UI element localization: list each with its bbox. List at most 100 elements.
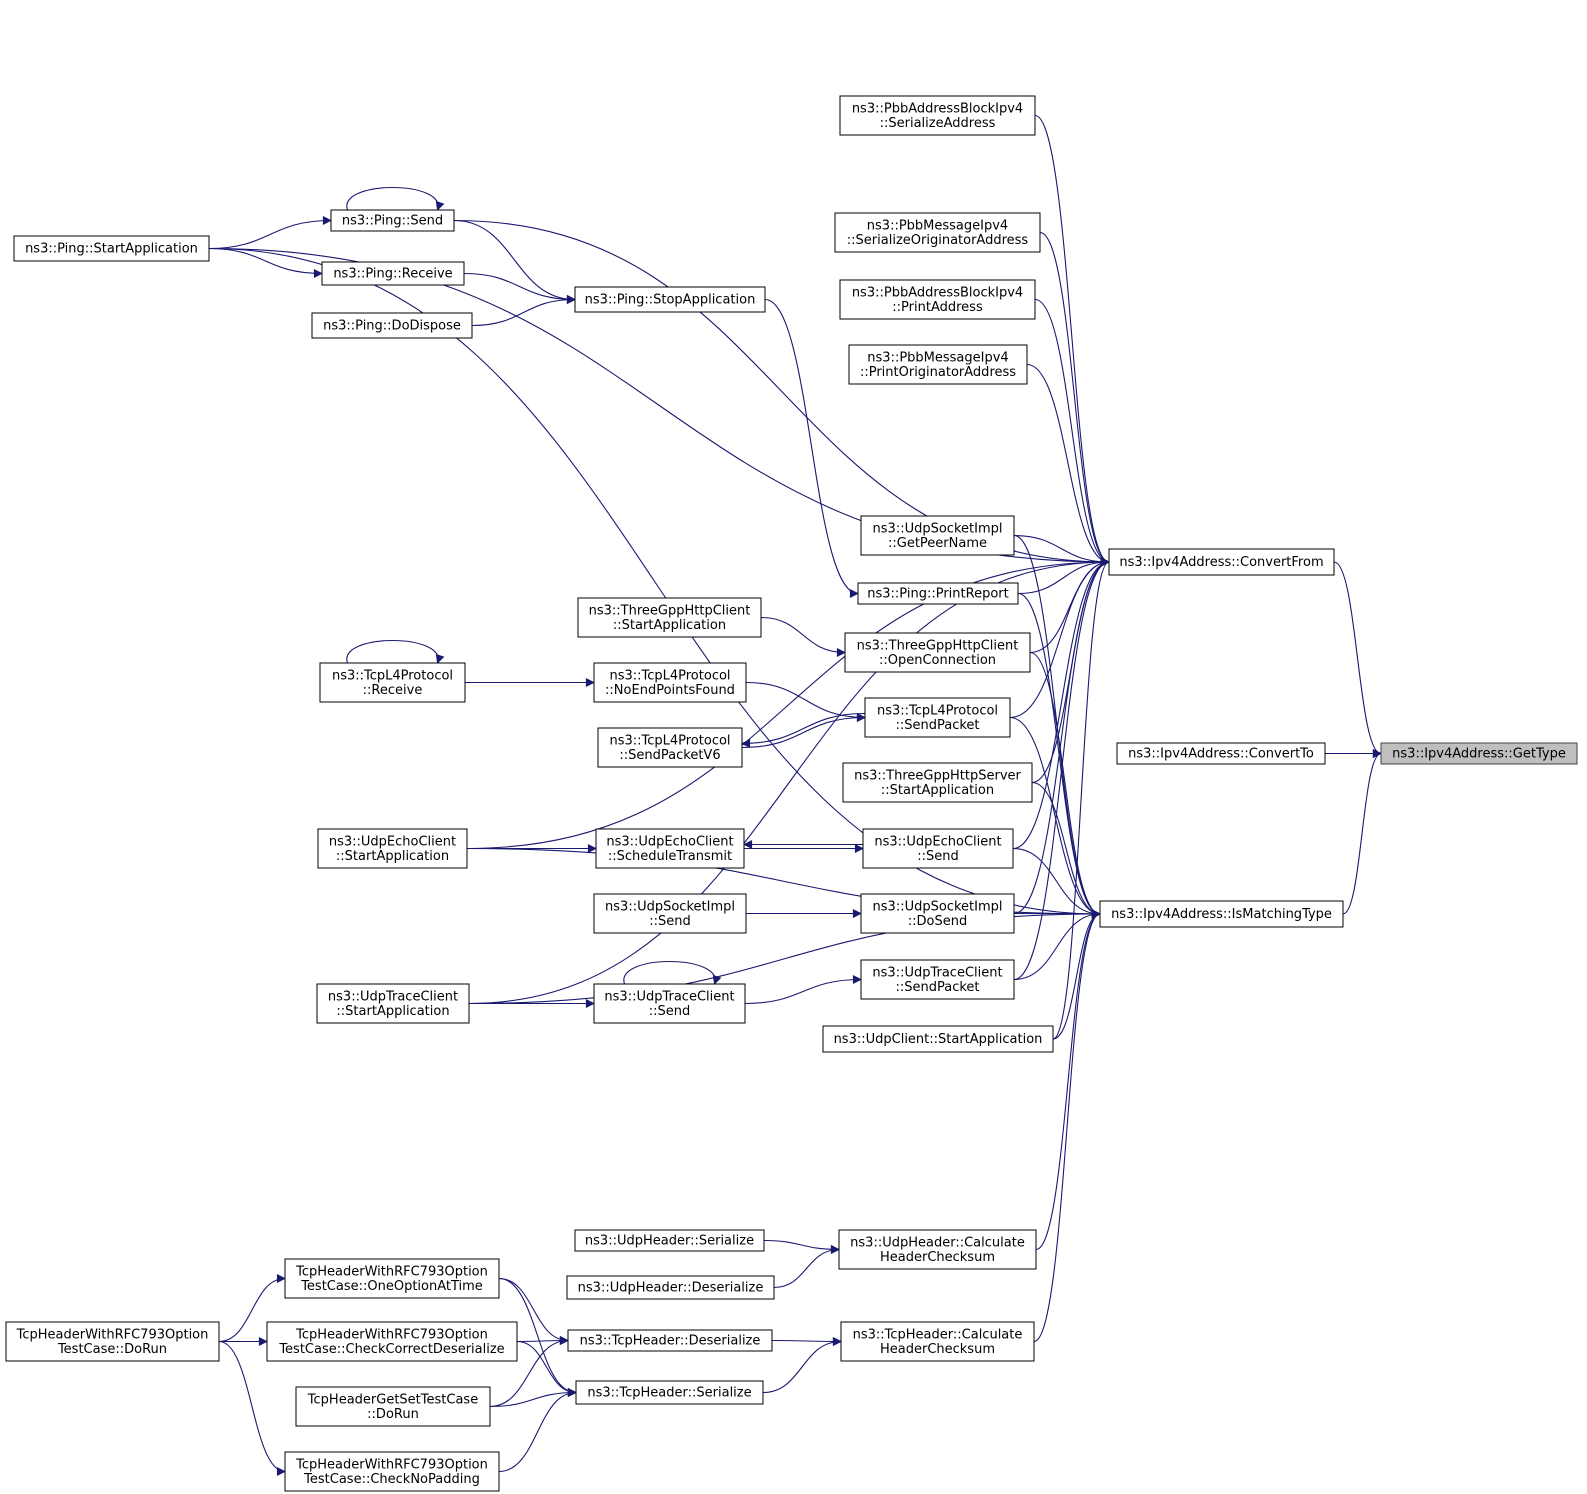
edge-tcpl4-receive-to-tcpl4-receive bbox=[346, 639, 445, 664]
node-box bbox=[295, 1386, 491, 1427]
node-box bbox=[574, 1229, 765, 1252]
node-label: ns3::PbbAddressBlockIpv4 bbox=[852, 285, 1023, 300]
node-label: TcpHeaderWithRFC793Option bbox=[295, 1264, 488, 1279]
node-tgpp-open[interactable]: ns3::ThreeGppHttpClient::OpenConnection bbox=[844, 632, 1031, 673]
node-udpecho-sched[interactable]: ns3::UdpEchoClient::ScheduleTransmit bbox=[595, 828, 745, 869]
node-tgpp-client-start[interactable]: ns3::ThreeGppHttpClient::StartApplicatio… bbox=[577, 597, 762, 638]
node-label: ns3::UdpSocketImpl bbox=[873, 521, 1003, 536]
node-box bbox=[1380, 742, 1578, 765]
edge-udpclient-start-to-ismatching bbox=[1052, 909, 1101, 1040]
node-box bbox=[862, 828, 1014, 869]
node-label: ns3::PbbAddressBlockIpv4 bbox=[852, 101, 1023, 116]
node-ping-send[interactable]: ns3::Ping::Send bbox=[330, 209, 455, 232]
node-label: ns3::Ping::PrintReport bbox=[867, 587, 1008, 602]
node-box bbox=[1099, 900, 1344, 928]
node-ping-receive[interactable]: ns3::Ping::Receive bbox=[321, 261, 465, 286]
node-ping-dispose[interactable]: ns3::Ping::DoDispose bbox=[311, 312, 473, 339]
edge-ping-send-to-ping-stop bbox=[453, 219, 576, 304]
node-box bbox=[284, 1258, 500, 1299]
node-udpsock-dosend[interactable]: ns3::UdpSocketImpl::DoSend bbox=[860, 893, 1015, 934]
node-box bbox=[577, 597, 762, 638]
edge-tcpgetset-to-tcph-ser bbox=[489, 1388, 577, 1408]
edge-pbbaddr-ser-to-convertfrom bbox=[1034, 114, 1110, 567]
node-label: ::SendPacketV6 bbox=[619, 748, 720, 763]
node-udpecho-start[interactable]: ns3::UdpEchoClient::StartApplication bbox=[317, 828, 468, 869]
node-udph-ser[interactable]: ns3::UdpHeader::Serialize bbox=[574, 1229, 765, 1252]
node-tcph-deser[interactable]: ns3::TcpHeader::Deserialize bbox=[567, 1329, 773, 1352]
node-ping-start[interactable]: ns3::Ping::StartApplication bbox=[13, 235, 210, 262]
node-udptrace-send[interactable]: ns3::UdpTraceClient::Send bbox=[593, 983, 746, 1024]
node-ping-report[interactable]: ns3::Ping::PrintReport bbox=[857, 582, 1019, 605]
edge-tcpopt-one-to-tcph-deser bbox=[498, 1277, 569, 1345]
node-label: ns3::UdpSocketImpl bbox=[873, 899, 1003, 914]
edge-tcpl4-noend-to-tcpl4-sendpkt bbox=[745, 681, 866, 722]
node-tcpgetset[interactable]: TcpHeaderGetSetTestCase::DoRun bbox=[295, 1386, 491, 1427]
edge-ping-dispose-to-ping-stop bbox=[471, 295, 576, 327]
node-label: ns3::UdpSocketImpl bbox=[605, 899, 735, 914]
node-label: ns3::PbbMessageIpv4 bbox=[867, 218, 1008, 233]
node-gettype[interactable]: ns3::Ipv4Address::GetType bbox=[1380, 742, 1578, 765]
node-box bbox=[860, 515, 1015, 556]
node-tcpl4-receive[interactable]: ns3::TcpL4Protocol::Receive bbox=[319, 662, 466, 703]
edge-ping-send-to-ping-send bbox=[346, 186, 445, 211]
node-box bbox=[822, 1025, 1054, 1053]
node-label: HeaderChecksum bbox=[880, 1250, 995, 1265]
node-tcpopt-nopad[interactable]: TcpHeaderWithRFC793OptionTestCase::Check… bbox=[284, 1451, 500, 1492]
node-label: ::GetPeerName bbox=[888, 536, 987, 551]
node-udph-deser[interactable]: ns3::UdpHeader::Deserialize bbox=[566, 1275, 775, 1300]
node-label: ns3::TcpL4Protocol bbox=[609, 733, 730, 748]
node-udpclient-start[interactable]: ns3::UdpClient::StartApplication bbox=[822, 1025, 1054, 1053]
node-udptrace-start[interactable]: ns3::UdpTraceClient::StartApplication bbox=[316, 983, 470, 1024]
edge-udph-ser-to-udph-calc bbox=[763, 1239, 840, 1254]
node-label: ns3::Ping::StartApplication bbox=[25, 242, 198, 257]
node-tcph-ser[interactable]: ns3::TcpHeader::Serialize bbox=[575, 1380, 764, 1405]
node-box bbox=[857, 582, 1019, 605]
node-label: ::OpenConnection bbox=[879, 653, 996, 668]
node-convertto[interactable]: ns3::Ipv4Address::ConvertTo bbox=[1116, 742, 1326, 765]
node-label: ns3::UdpTraceClient bbox=[604, 989, 734, 1004]
edge-pbbmsg-ser-to-convertfrom bbox=[1039, 231, 1110, 567]
node-label: TcpHeaderWithRFC793Option bbox=[295, 1327, 488, 1342]
node-label: ::SendPacket bbox=[895, 718, 979, 733]
node-box bbox=[1108, 548, 1335, 576]
node-pbbmsg-ser[interactable]: ns3::PbbMessageIpv4::SerializeOriginator… bbox=[834, 212, 1041, 253]
node-label: ns3::TcpL4Protocol bbox=[332, 668, 453, 683]
node-convertfrom[interactable]: ns3::Ipv4Address::ConvertFrom bbox=[1108, 548, 1335, 576]
node-label: ::Send bbox=[917, 849, 959, 864]
node-label: TestCase::CheckNoPadding bbox=[303, 1472, 480, 1487]
node-udpsock-peer[interactable]: ns3::UdpSocketImpl::GetPeerName bbox=[860, 515, 1015, 556]
node-label: ::StartApplication bbox=[336, 1004, 449, 1019]
node-box bbox=[844, 632, 1031, 673]
node-box bbox=[5, 1321, 220, 1362]
edge-ismatching-to-gettype bbox=[1342, 749, 1382, 915]
node-tcpopt-one[interactable]: TcpHeaderWithRFC793OptionTestCase::OneOp… bbox=[284, 1258, 500, 1299]
node-ismatching[interactable]: ns3::Ipv4Address::IsMatchingType bbox=[1099, 900, 1344, 928]
node-udptrace-sendpkt[interactable]: ns3::UdpTraceClient::SendPacket bbox=[860, 959, 1015, 1000]
node-box bbox=[593, 983, 746, 1024]
node-udpecho-send[interactable]: ns3::UdpEchoClient::Send bbox=[862, 828, 1014, 869]
node-pbbaddr-print[interactable]: ns3::PbbAddressBlockIpv4::PrintAddress bbox=[839, 279, 1036, 320]
node-pbbaddr-ser[interactable]: ns3::PbbAddressBlockIpv4::SerializeAddre… bbox=[839, 95, 1036, 136]
edge-ping-start-to-ping-receive bbox=[208, 247, 323, 278]
node-udpsock-send[interactable]: ns3::UdpSocketImpl::Send bbox=[593, 893, 747, 934]
edge-layer bbox=[208, 114, 1382, 1476]
node-label: ::SendPacket bbox=[895, 980, 979, 995]
node-pbbmsg-print[interactable]: ns3::PbbMessageIpv4::PrintOriginatorAddr… bbox=[848, 344, 1028, 385]
node-tcpl4-sendv6[interactable]: ns3::TcpL4Protocol::SendPacketV6 bbox=[597, 727, 743, 768]
node-box bbox=[839, 95, 1036, 136]
node-tcpl4-sendpkt[interactable]: ns3::TcpL4Protocol::SendPacket bbox=[864, 697, 1011, 738]
node-box bbox=[13, 235, 210, 262]
node-box bbox=[567, 1329, 773, 1352]
edge-udpsock-dosend-to-convertfrom bbox=[1013, 557, 1110, 915]
edge-convertfrom-to-gettype bbox=[1333, 561, 1382, 758]
node-label: ns3::PbbMessageIpv4 bbox=[867, 350, 1008, 365]
node-tcpopt-check[interactable]: TcpHeaderWithRFC793OptionTestCase::Check… bbox=[266, 1321, 518, 1362]
node-ping-stop[interactable]: ns3::Ping::StopApplication bbox=[574, 286, 766, 313]
node-tcpl4-noend[interactable]: ns3::TcpL4Protocol::NoEndPointsFound bbox=[593, 662, 747, 703]
node-tgpp-server[interactable]: ns3::ThreeGppHttpServer::StartApplicatio… bbox=[842, 762, 1033, 803]
node-label: ::DoSend bbox=[908, 914, 967, 929]
